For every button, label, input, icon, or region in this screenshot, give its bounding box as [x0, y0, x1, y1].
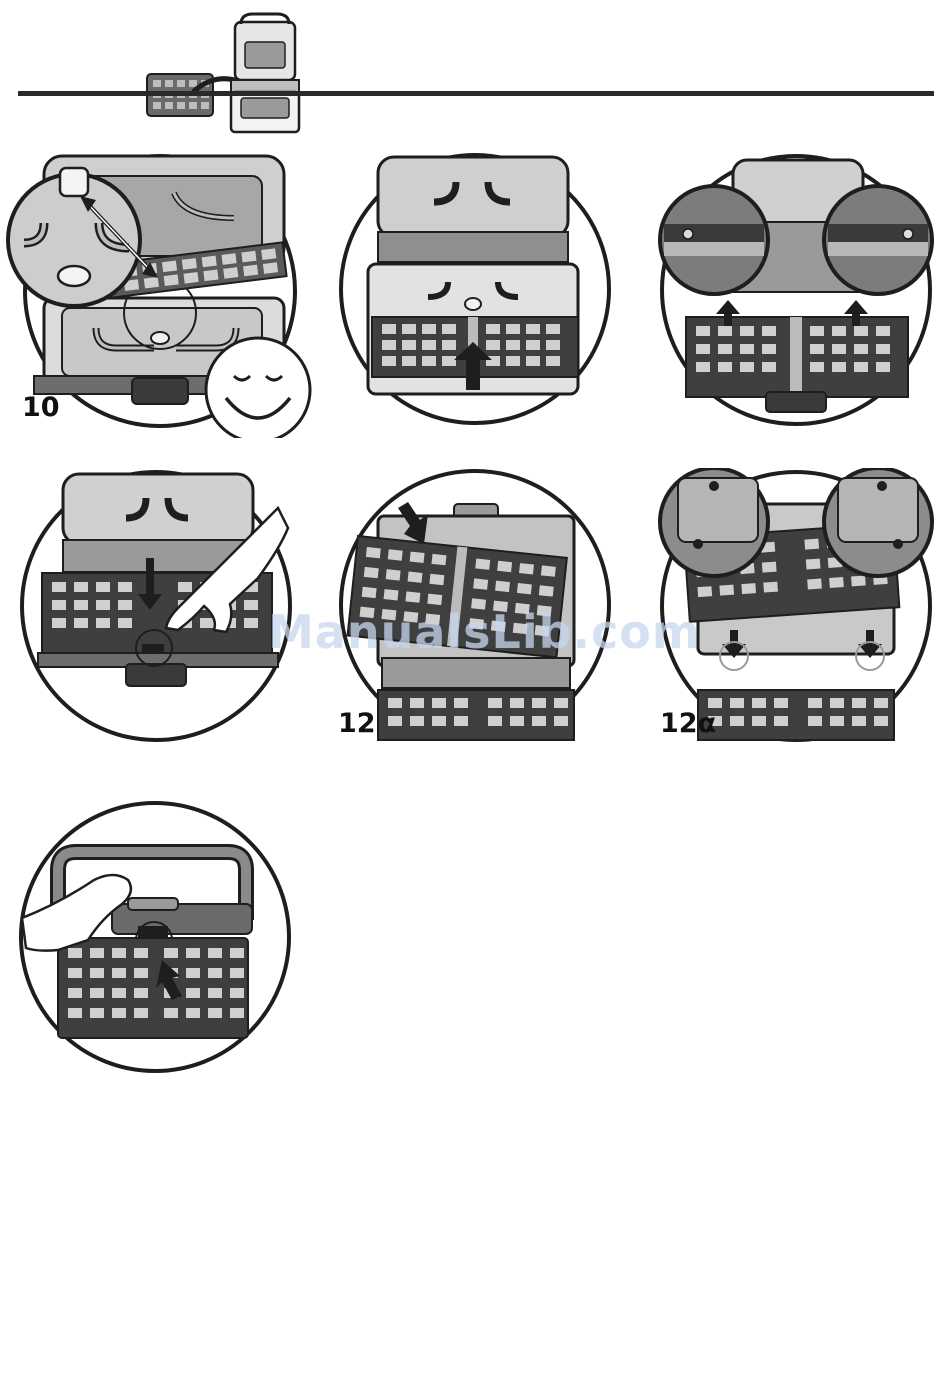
step-11-illustration — [338, 152, 616, 430]
step-number: 12α — [660, 708, 716, 739]
watermark: ManualsLib.com — [268, 605, 701, 659]
step-13-illustration — [18, 800, 296, 1078]
header-rule — [18, 91, 934, 96]
step-11b-illustration — [18, 468, 296, 746]
step-10-illustration: 10 — [4, 148, 314, 438]
step-number: 12 — [338, 708, 376, 739]
plate-swap-icon — [145, 12, 305, 137]
step-number: 10 — [22, 392, 60, 423]
step-11a-illustration — [658, 152, 938, 432]
